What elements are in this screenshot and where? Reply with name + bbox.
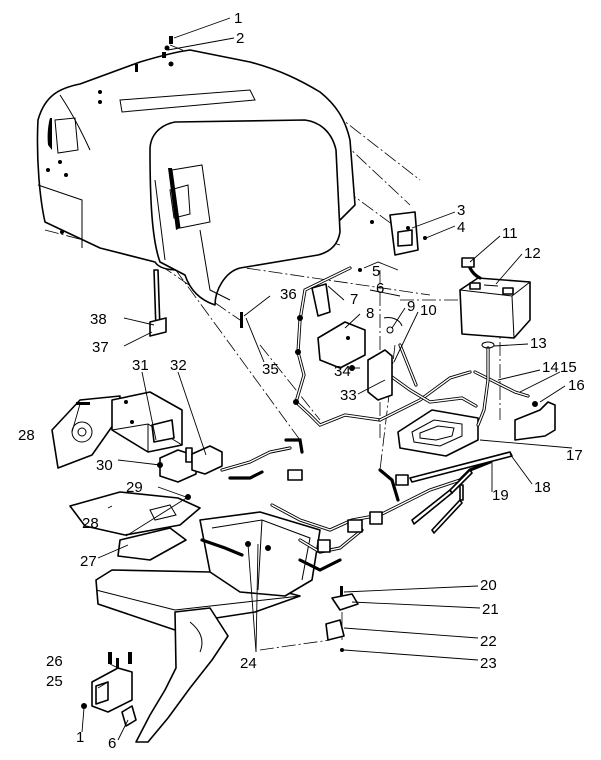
hood-fasteners — [135, 36, 174, 72]
callout-31: 31 — [132, 357, 149, 374]
callout-12: 12 — [524, 245, 541, 262]
mounting-plate — [317, 321, 366, 369]
callout-8: 8 — [366, 305, 374, 322]
callout-3: 3 — [457, 202, 465, 219]
callout-14: 14 — [542, 359, 559, 376]
callout-30: 30 — [96, 457, 113, 474]
callout-28: 28 — [18, 427, 35, 444]
upper-wire-harness — [293, 266, 478, 427]
callout-24: 24 — [240, 655, 257, 672]
callout-4: 4 — [457, 219, 465, 236]
callout-33: 33 — [340, 387, 357, 404]
relay-bracket — [367, 317, 403, 401]
callout-1-lower: 1 — [76, 729, 84, 746]
lower-hardware — [325, 586, 359, 652]
callout-labels: 1 2 3 4 5 6 7 8 9 10 11 12 13 14 15 16 1… — [18, 10, 585, 752]
callout-27: 27 — [80, 553, 97, 570]
callout-37: 37 — [92, 339, 109, 356]
switch-block — [157, 445, 223, 483]
callout-15: 15 — [560, 359, 577, 376]
callout-6-lower: 6 — [108, 735, 116, 752]
callout-35: 35 — [262, 361, 279, 378]
callout-28-lower: 28 — [82, 515, 99, 532]
callout-23: 23 — [480, 655, 497, 672]
callout-21: 21 — [482, 601, 499, 618]
callout-19: 19 — [492, 487, 509, 504]
callout-5: 5 — [372, 263, 380, 280]
callout-26: 26 — [46, 653, 63, 670]
switch-bracket — [51, 391, 183, 469]
support-rod — [149, 269, 167, 337]
callout-29: 29 — [126, 479, 143, 496]
callout-22: 22 — [480, 633, 497, 650]
battery-tray — [397, 409, 479, 457]
callout-18: 18 — [534, 479, 551, 496]
lower-wire-harness — [200, 460, 492, 572]
battery — [459, 277, 531, 339]
callout-34: 34 — [334, 363, 351, 380]
callout-6: 6 — [376, 280, 384, 297]
callout-25: 25 — [46, 673, 63, 690]
callout-20: 20 — [480, 577, 497, 594]
callout-32: 32 — [170, 357, 187, 374]
callout-36: 36 — [280, 286, 297, 303]
callout-17: 17 — [566, 447, 583, 464]
callout-1: 1 — [234, 10, 242, 27]
console-tray — [199, 511, 321, 597]
grommet — [481, 341, 495, 349]
callout-2: 2 — [236, 30, 244, 47]
hood-fender-assembly — [36, 49, 374, 306]
hood-bracket — [358, 211, 427, 272]
battery-strap — [473, 346, 530, 427]
callout-7: 7 — [350, 291, 358, 308]
callout-13: 13 — [530, 335, 547, 352]
middle-wire-loom — [185, 438, 304, 500]
callout-11: 11 — [502, 225, 518, 242]
callout-9: 9 — [407, 298, 415, 315]
battery-hold-down — [514, 401, 556, 441]
callout-16: 16 — [568, 377, 585, 394]
leader-lines — [71, 17, 573, 741]
bolt-28 — [76, 402, 90, 405]
callout-10: 10 — [420, 302, 437, 319]
lower-bracket — [81, 652, 137, 727]
floor-plate — [69, 491, 201, 561]
control-rods — [409, 451, 513, 534]
callout-38: 38 — [90, 311, 107, 328]
bolt-36 — [240, 312, 243, 328]
battery-cable — [461, 257, 482, 280]
harness-clamp — [311, 283, 331, 317]
